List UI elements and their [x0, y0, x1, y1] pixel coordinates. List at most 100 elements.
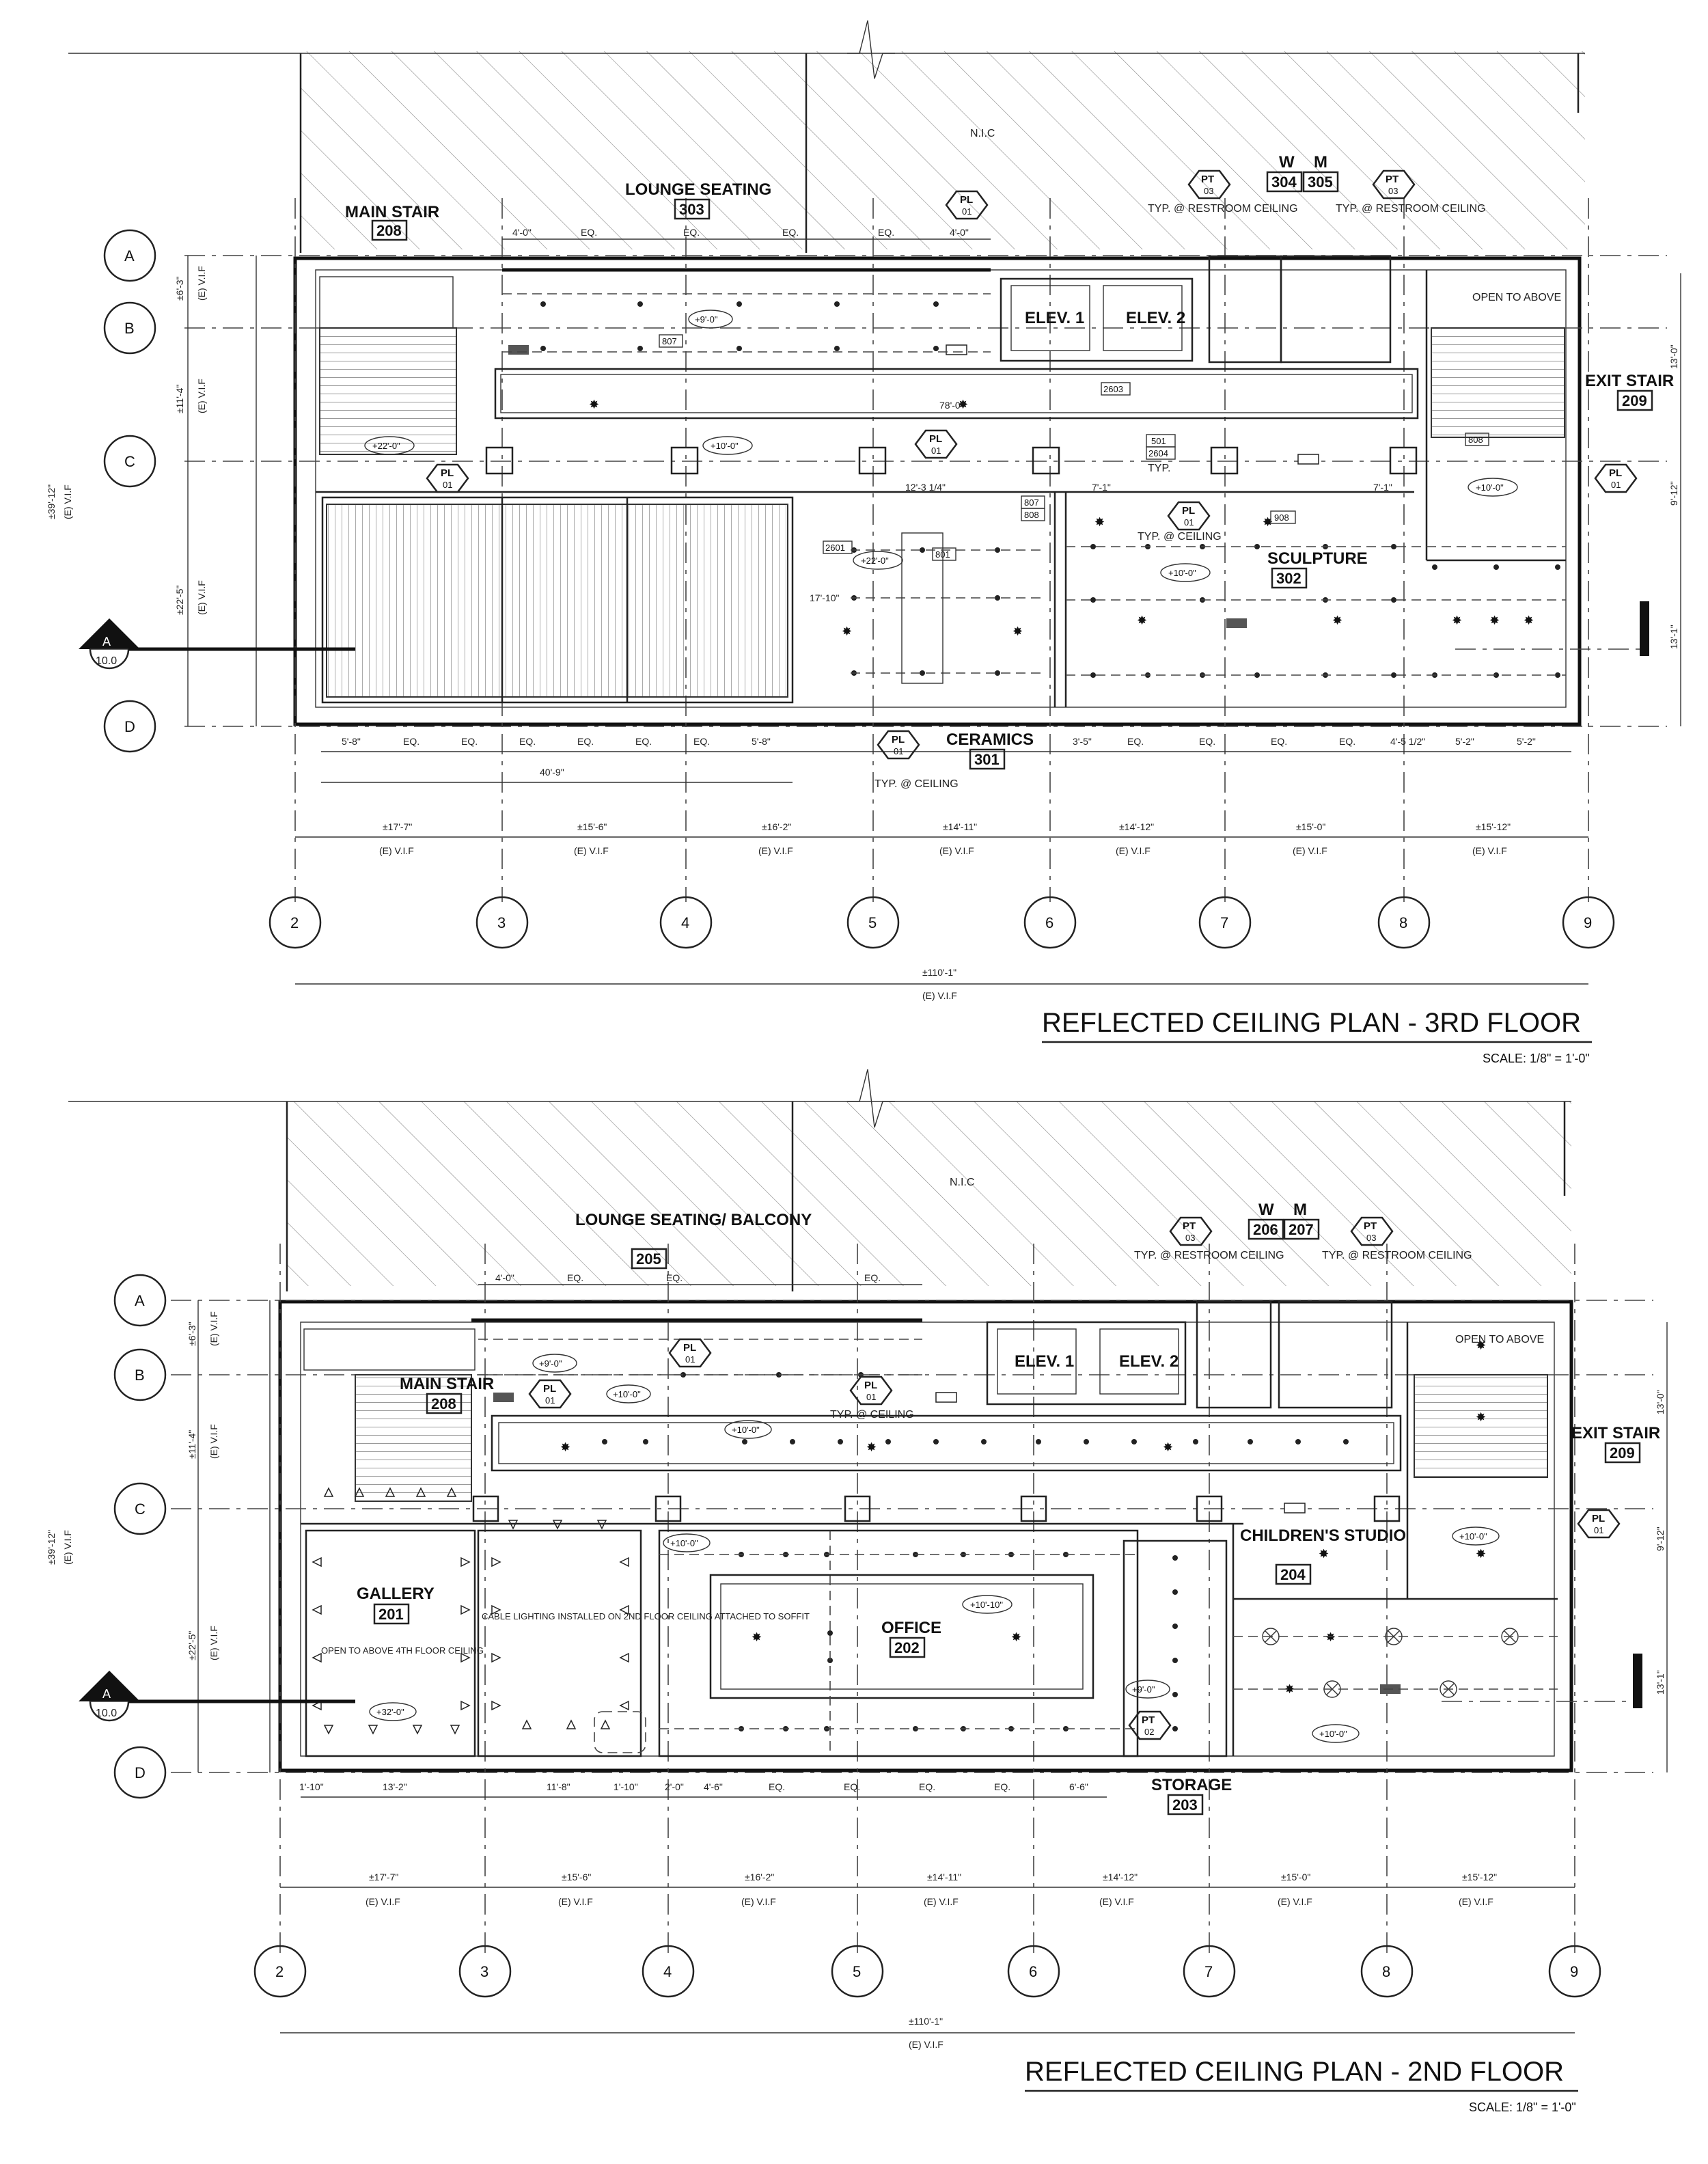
- room-name-childrens-studio: CHILDREN'S STUDIO: [1240, 1526, 1406, 1545]
- top-dim: EQ.: [782, 227, 799, 238]
- svg-text:01: 01: [1611, 480, 1621, 490]
- room-name-office: OFFICE: [881, 1619, 941, 1637]
- room-number-303: 303: [679, 201, 704, 218]
- svg-text:01: 01: [931, 446, 941, 456]
- top-dim: EQ.: [666, 1272, 683, 1283]
- bay-dim: ±15'-12": [1476, 821, 1511, 832]
- svg-text:✸: ✸: [1284, 1682, 1295, 1697]
- room-number-209: 209: [1622, 392, 1647, 409]
- nic-hatch-area: [287, 1101, 1571, 1286]
- bottom-dim: EQ.: [994, 1781, 1010, 1792]
- bottom-dim: 6'-6": [1069, 1781, 1088, 1792]
- note-restroom: TYP. @ RESTROOM CEILING: [1336, 203, 1486, 215]
- plan-3rd-floor: N.I.C: [46, 20, 1681, 1065]
- svg-text:A: A: [102, 1687, 111, 1701]
- bottom-dim: EQ.: [693, 736, 710, 747]
- row-dim: ±22'-5": [174, 586, 185, 615]
- room-number-208: 208: [431, 1395, 456, 1412]
- note-cable-lighting: CABLE LIGHTING INSTALLED ON 2ND FLOOR CE…: [482, 1611, 810, 1621]
- right-dim: 13'-1": [1655, 1670, 1666, 1695]
- svg-text:03: 03: [1185, 1233, 1195, 1243]
- vif-label: (E) V.I.F: [1293, 845, 1327, 856]
- bottom-dim: 4'-6": [704, 1781, 723, 1792]
- room-number-202: 202: [894, 1639, 920, 1656]
- bottom-dim: 4'-5 1/2": [1390, 736, 1425, 747]
- room-number-203: 203: [1172, 1796, 1198, 1813]
- plan-title-2nd-floor: REFLECTED CEILING PLAN - 2ND FLOOR: [1025, 2057, 1564, 2087]
- grid-col-4: 4: [681, 914, 689, 931]
- room-name-lounge-balcony: LOUNGE SEATING/ BALCONY: [575, 1211, 812, 1229]
- svg-text:PT: PT: [1142, 1714, 1155, 1726]
- svg-text:PL: PL: [960, 194, 973, 206]
- row-vif: (E) V.I.F: [196, 266, 207, 301]
- keynote-tag: 808: [1024, 510, 1039, 520]
- svg-text:PL: PL: [892, 734, 905, 745]
- bottom-dim: 1'-10": [299, 1781, 324, 1792]
- svg-text:01: 01: [545, 1395, 555, 1406]
- room-number-205: 205: [636, 1250, 661, 1268]
- bay-dim: ±15'-6": [577, 821, 607, 832]
- bottom-dim: 5'-2": [1455, 736, 1474, 747]
- grid-row-c: C: [135, 1501, 146, 1518]
- room-number-301: 301: [974, 751, 1000, 768]
- bottom-dim: EQ.: [403, 736, 419, 747]
- ceiling-height: +10'-0": [1319, 1729, 1347, 1739]
- skylight-dim: 78'-0": [939, 400, 964, 411]
- right-dim: 9'-12": [1668, 481, 1679, 506]
- overall-vif: (E) V.I.F: [922, 990, 957, 1001]
- total-height-vif: (E) V.I.F: [62, 1530, 73, 1565]
- nic-hatch-area: [301, 51, 1585, 249]
- section-marker: A 10.0: [79, 1654, 1642, 1722]
- svg-text:PL: PL: [441, 467, 454, 479]
- room-name-ceramics: CERAMICS: [946, 730, 1034, 749]
- note-ceiling: TYP. @ CEILING: [830, 1409, 914, 1421]
- row-dim: ±11'-4": [174, 385, 185, 413]
- vif-label: (E) V.I.F: [1278, 1896, 1312, 1907]
- building-outline: [278, 1300, 1573, 1772]
- svg-text:01: 01: [866, 1392, 876, 1402]
- row-dim: ±11'-4": [187, 1430, 197, 1459]
- grid-col-8: 8: [1382, 1963, 1390, 1980]
- grid-col-5: 5: [853, 1963, 861, 1980]
- svg-text:✸: ✸: [1476, 1410, 1486, 1425]
- room-name-storage: STORAGE: [1151, 1776, 1232, 1794]
- ceramics-dim: 12'-3 1/4": [905, 482, 946, 493]
- svg-text:✸: ✸: [866, 1440, 877, 1455]
- keynote-tag: 501: [1151, 436, 1166, 446]
- grid-col-2: 2: [290, 914, 299, 931]
- grid-col-7: 7: [1204, 1963, 1213, 1980]
- svg-text:✸: ✸: [958, 398, 968, 412]
- total-height-vif: (E) V.I.F: [62, 484, 73, 519]
- row-vif: (E) V.I.F: [196, 379, 207, 413]
- svg-text:10.0: 10.0: [96, 655, 117, 667]
- grid-col-6: 6: [1045, 914, 1053, 931]
- grid-col-5: 5: [868, 914, 877, 931]
- note-restroom: TYP. @ RESTROOM CEILING: [1148, 203, 1298, 215]
- bay-dim: ±15'-0": [1296, 821, 1325, 832]
- ceiling-height: +9'-0": [695, 314, 718, 325]
- svg-text:✸: ✸: [1452, 614, 1462, 628]
- plan-title-3rd-floor: REFLECTED CEILING PLAN - 3RD FLOOR: [1042, 1008, 1581, 1038]
- room-number-207: 207: [1289, 1221, 1314, 1238]
- svg-text:✸: ✸: [1489, 614, 1500, 628]
- sculpture-dim: 7'-1": [1373, 482, 1392, 493]
- top-dim: EQ.: [567, 1272, 583, 1283]
- ceiling-height: +10'-0": [1459, 1531, 1487, 1542]
- bottom-dim: EQ.: [1199, 736, 1215, 747]
- svg-text:PL: PL: [1592, 1513, 1605, 1524]
- vif-label: (E) V.I.F: [924, 1896, 959, 1907]
- vif-label: (E) V.I.F: [558, 1896, 593, 1907]
- vif-label: (E) V.I.F: [1116, 845, 1151, 856]
- right-dim: 9'-12": [1655, 1526, 1666, 1551]
- right-dim: 13'-1": [1668, 625, 1679, 649]
- grid-row-b: B: [135, 1367, 145, 1384]
- svg-text:✸: ✸: [1163, 1440, 1173, 1455]
- bay-dim: ±16'-2": [762, 821, 791, 832]
